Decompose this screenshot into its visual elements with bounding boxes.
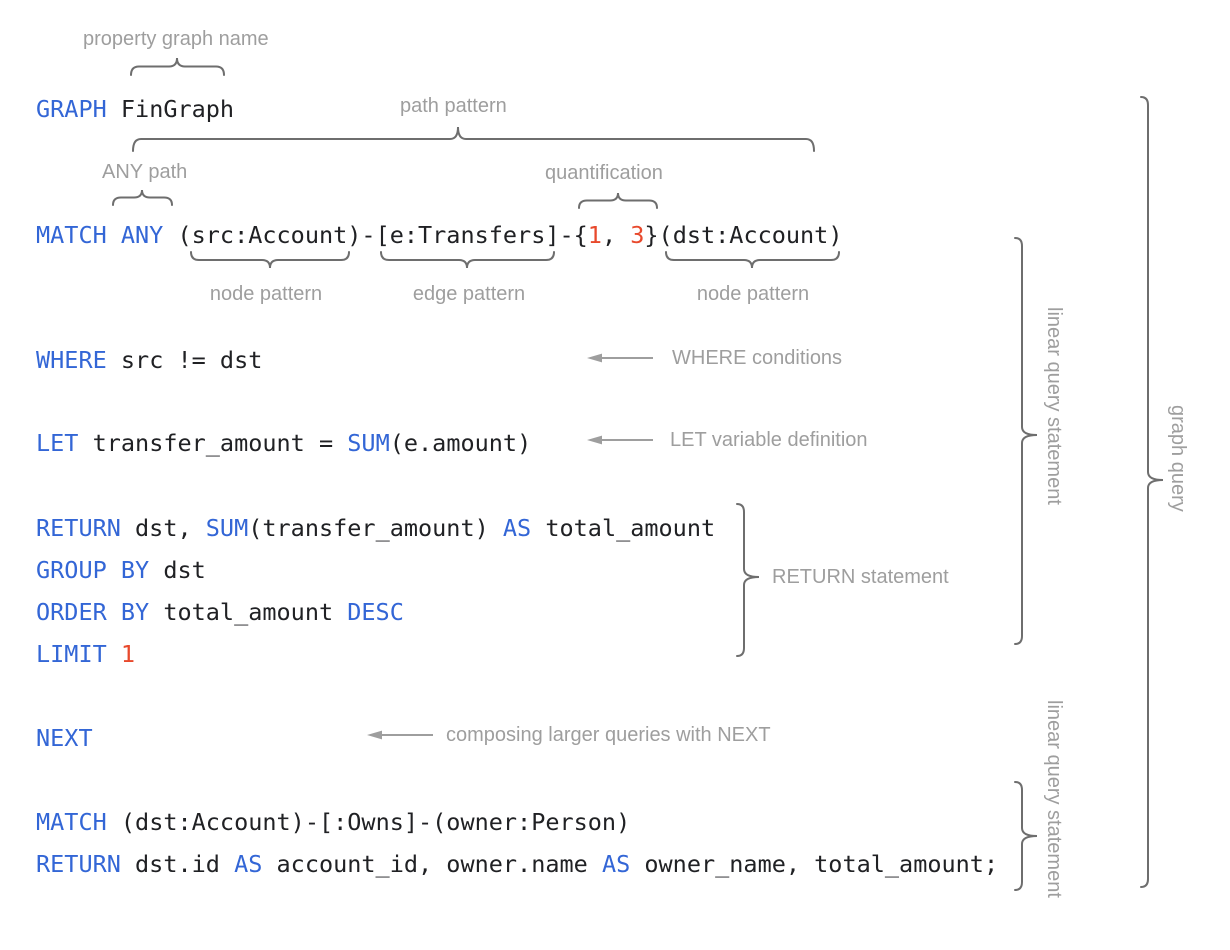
code-line-return-clause-2: RETURN dst.id AS account_id, owner.name … [36, 850, 999, 878]
label-linear-query-statement-top: linear query statement [1043, 307, 1065, 505]
code-line-group-by-clause: GROUP BY dst [36, 556, 206, 584]
code-line-match-clause-2: MATCH (dst:Account)-[:Owns]-(owner:Perso… [36, 808, 631, 836]
label-let-variable-definition: LET variable definition [670, 429, 868, 451]
label-return-statement: RETURN statement [772, 566, 949, 588]
overbrace-property-graph-name [130, 57, 225, 76]
label-where-conditions: WHERE conditions [672, 347, 843, 369]
label-graph-query: graph query [1167, 405, 1189, 512]
code-line-order-by-clause: ORDER BY total_amount DESC [36, 598, 404, 626]
underbrace-edge-pattern [380, 251, 555, 269]
label-quantification: quantification [545, 162, 663, 184]
label-path-pattern: path pattern [400, 95, 507, 117]
label-node-pattern-left: node pattern [209, 283, 323, 305]
label-property-graph-name: property graph name [83, 28, 269, 50]
code-line-return-clause-1: RETURN dst, SUM(transfer_amount) AS tota… [36, 514, 716, 542]
label-linear-query-statement-bottom: linear query statement [1043, 700, 1065, 898]
overbrace-any-path [112, 189, 173, 206]
brace-graph-query [1140, 96, 1164, 888]
label-any-path: ANY path [102, 161, 188, 183]
underbrace-node-pattern-right [665, 251, 840, 269]
arrow-composing-next [367, 730, 433, 740]
label-composing-next: composing larger queries with NEXT [446, 724, 771, 746]
code-line-next-clause: NEXT [36, 724, 93, 752]
arrow-let-variable-definition [587, 435, 653, 445]
label-edge-pattern: edge pattern [412, 283, 526, 305]
underbrace-node-pattern-left [190, 251, 350, 269]
code-line-match-pattern: MATCH ANY (src:Account)-[e:Transfers]-{1… [36, 221, 843, 249]
brace-linear-query-statement-bottom [1014, 781, 1038, 891]
code-line-graph-clause: GRAPH FinGraph [36, 95, 235, 123]
overbrace-path-pattern [132, 126, 815, 152]
code-line-let-clause: LET transfer_amount = SUM(e.amount) [36, 429, 532, 457]
brace-return-statement [736, 503, 760, 657]
code-line-limit-clause: LIMIT 1 [36, 640, 136, 668]
label-node-pattern-right: node pattern [696, 283, 810, 305]
brace-linear-query-statement-top [1014, 237, 1038, 645]
overbrace-quantification [578, 192, 658, 209]
arrow-where-conditions [587, 353, 653, 363]
code-line-where-clause: WHERE src != dst [36, 346, 263, 374]
